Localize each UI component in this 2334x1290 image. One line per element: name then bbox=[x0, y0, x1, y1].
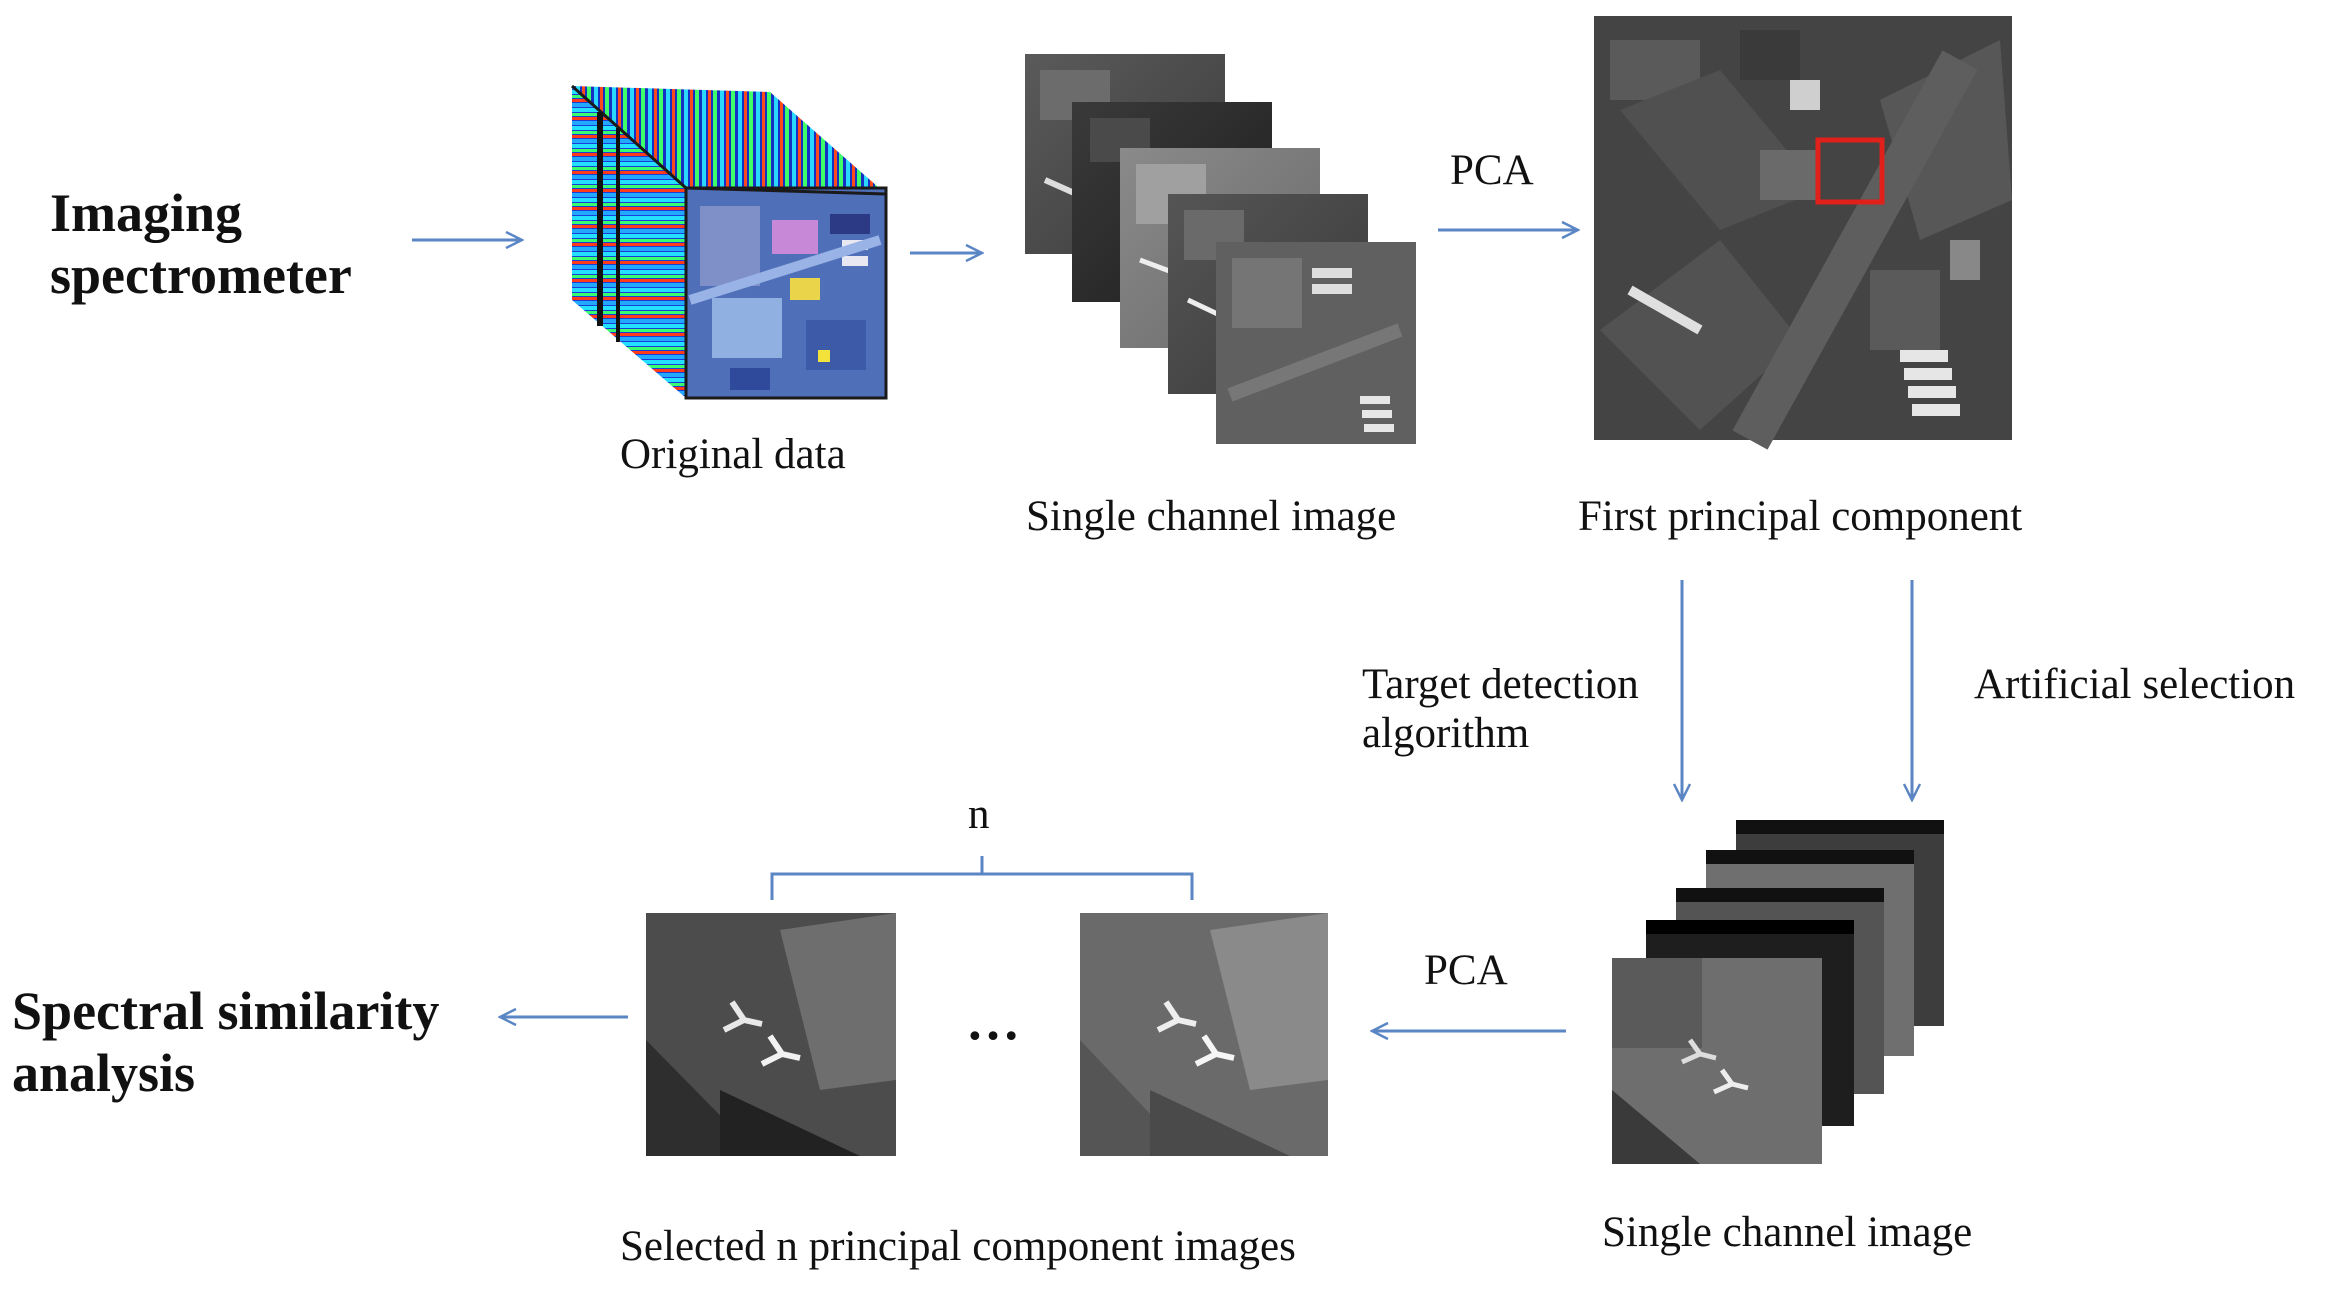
single-channel-stack-bottom bbox=[1612, 820, 1944, 1164]
pca-top-label: PCA bbox=[1450, 147, 1534, 194]
selected-n-caption: Selected n principal component images bbox=[620, 1223, 1296, 1270]
single-channel-top-caption: Single channel image bbox=[1026, 493, 1397, 540]
spectral-line-1: Spectral similarity bbox=[12, 981, 440, 1041]
cube-top-face bbox=[572, 86, 886, 194]
imaging-line-2: spectrometer bbox=[50, 245, 352, 306]
imaging-line-1: Imaging bbox=[50, 183, 243, 243]
n-label: n bbox=[968, 791, 990, 838]
target-detection-line-1: Target detection bbox=[1362, 661, 1639, 708]
spectral-line-2: analysis bbox=[12, 1043, 196, 1104]
hyperspectral-cube bbox=[570, 84, 888, 400]
target-detection-label: Target detection algorithm bbox=[1362, 660, 1639, 759]
imaging-spectrometer-label: Imaging spectrometer bbox=[50, 182, 352, 306]
pca-bottom-label: PCA bbox=[1424, 947, 1508, 994]
original-data-caption: Original data bbox=[620, 431, 846, 478]
selected-pc-image-1 bbox=[646, 913, 896, 1156]
first-principal-component-image bbox=[1594, 16, 2012, 450]
single-channel-bottom-caption: Single channel image bbox=[1602, 1209, 1973, 1256]
target-detection-line-2: algorithm bbox=[1362, 710, 1530, 758]
selected-pc-image-n bbox=[1080, 913, 1328, 1156]
n-bracket bbox=[770, 856, 1194, 900]
artificial-selection-label: Artificial selection bbox=[1974, 661, 2296, 708]
target-box bbox=[1815, 137, 1885, 205]
spectral-similarity-label: Spectral similarity analysis bbox=[12, 980, 439, 1104]
ellipsis: … bbox=[966, 991, 1020, 1051]
single-channel-stack-top bbox=[1025, 54, 1416, 444]
first-pc-caption: First principal component bbox=[1578, 493, 2023, 540]
